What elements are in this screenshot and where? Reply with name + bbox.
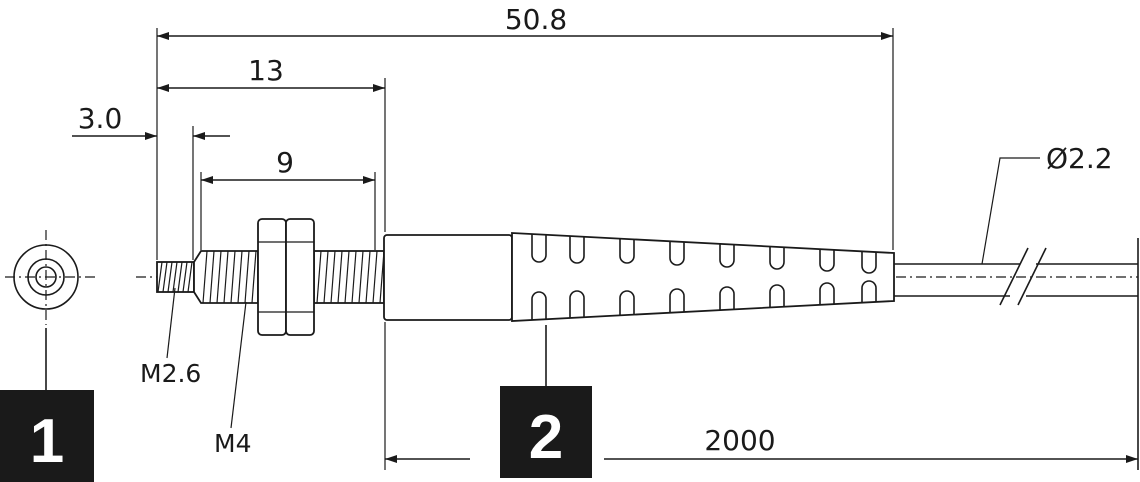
leader-cable-diameter: Ø2.2 <box>981 142 1113 265</box>
leader-body-thread: M4 <box>214 301 251 458</box>
dim-m4-thread-value: 9 <box>276 146 294 179</box>
dim-thread-section-value: 13 <box>248 54 284 87</box>
m4-thread-body <box>193 250 385 304</box>
dim-m4-thread: 9 <box>201 146 375 184</box>
callout-2-label: 2 <box>529 403 563 472</box>
callout-2: 2 <box>500 386 592 478</box>
tip-thread-label: M2.6 <box>140 359 201 388</box>
callout-2-box <box>500 386 592 478</box>
extension-lines <box>156 28 894 470</box>
cable-diameter-label: Ø2.2 <box>1046 142 1113 175</box>
hex-nuts <box>257 218 315 336</box>
end-view <box>5 230 98 390</box>
dim-tip-value: 3.0 <box>78 102 123 135</box>
dim-overall-value: 50.8 <box>505 3 567 36</box>
callout-1: 1 <box>0 390 94 482</box>
dim-cable-length: 2000 <box>385 424 1138 463</box>
leader-tip-thread: M2.6 <box>140 287 201 388</box>
callout-1-box <box>0 390 94 482</box>
sleeve-notches <box>531 234 877 320</box>
dim-tip: 3.0 <box>72 102 230 140</box>
sleeve <box>383 232 895 386</box>
callout-1-label: 1 <box>30 407 64 476</box>
dim-thread-section: 13 <box>157 54 385 92</box>
cable <box>894 238 1139 470</box>
break-mark <box>1017 247 1047 306</box>
body-thread-label: M4 <box>214 429 251 458</box>
break-mark <box>999 247 1029 306</box>
tip-thread <box>156 261 195 293</box>
dim-cable-length-value: 2000 <box>704 424 775 457</box>
dim-overall: 50.8 <box>157 3 893 40</box>
